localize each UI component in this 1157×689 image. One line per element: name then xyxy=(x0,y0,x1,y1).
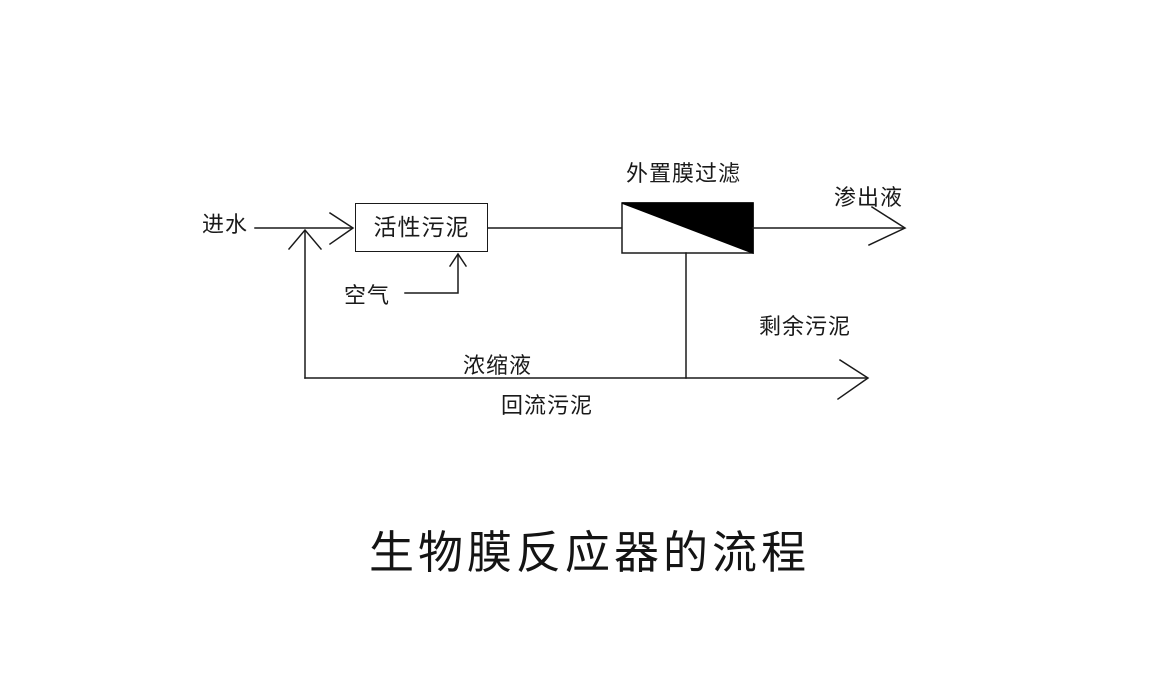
membrane-filter-symbol xyxy=(621,202,754,255)
permeate-label: 渗出液 xyxy=(834,185,904,210)
return-sludge-label: 回流污泥 xyxy=(501,393,594,418)
concentrate-label: 浓缩液 xyxy=(463,353,533,378)
air-line xyxy=(404,252,468,294)
influent-label: 进水 xyxy=(202,212,249,237)
arrowhead-up-air xyxy=(448,252,468,268)
air-label: 空气 xyxy=(344,283,391,308)
arrowhead-right-into-reactor xyxy=(328,211,355,246)
permeate-line xyxy=(752,205,907,246)
diagram-title: 生物膜反应器的流程 xyxy=(369,528,811,578)
bottom-sludge-line xyxy=(304,358,870,401)
recycle-riser-line xyxy=(287,228,323,379)
arrowhead-right-excess-sludge xyxy=(836,358,870,401)
arrowhead-up-recycle xyxy=(287,228,323,251)
activated-sludge-label: 活性污泥 xyxy=(373,214,470,240)
influent-line xyxy=(254,211,355,246)
activated-sludge-box: 活性污泥 xyxy=(355,203,488,252)
arrowhead-right-permeate xyxy=(868,205,907,246)
membrane-filter-label: 外置膜过滤 xyxy=(626,161,742,186)
excess-sludge-label: 剩余污泥 xyxy=(759,314,852,339)
